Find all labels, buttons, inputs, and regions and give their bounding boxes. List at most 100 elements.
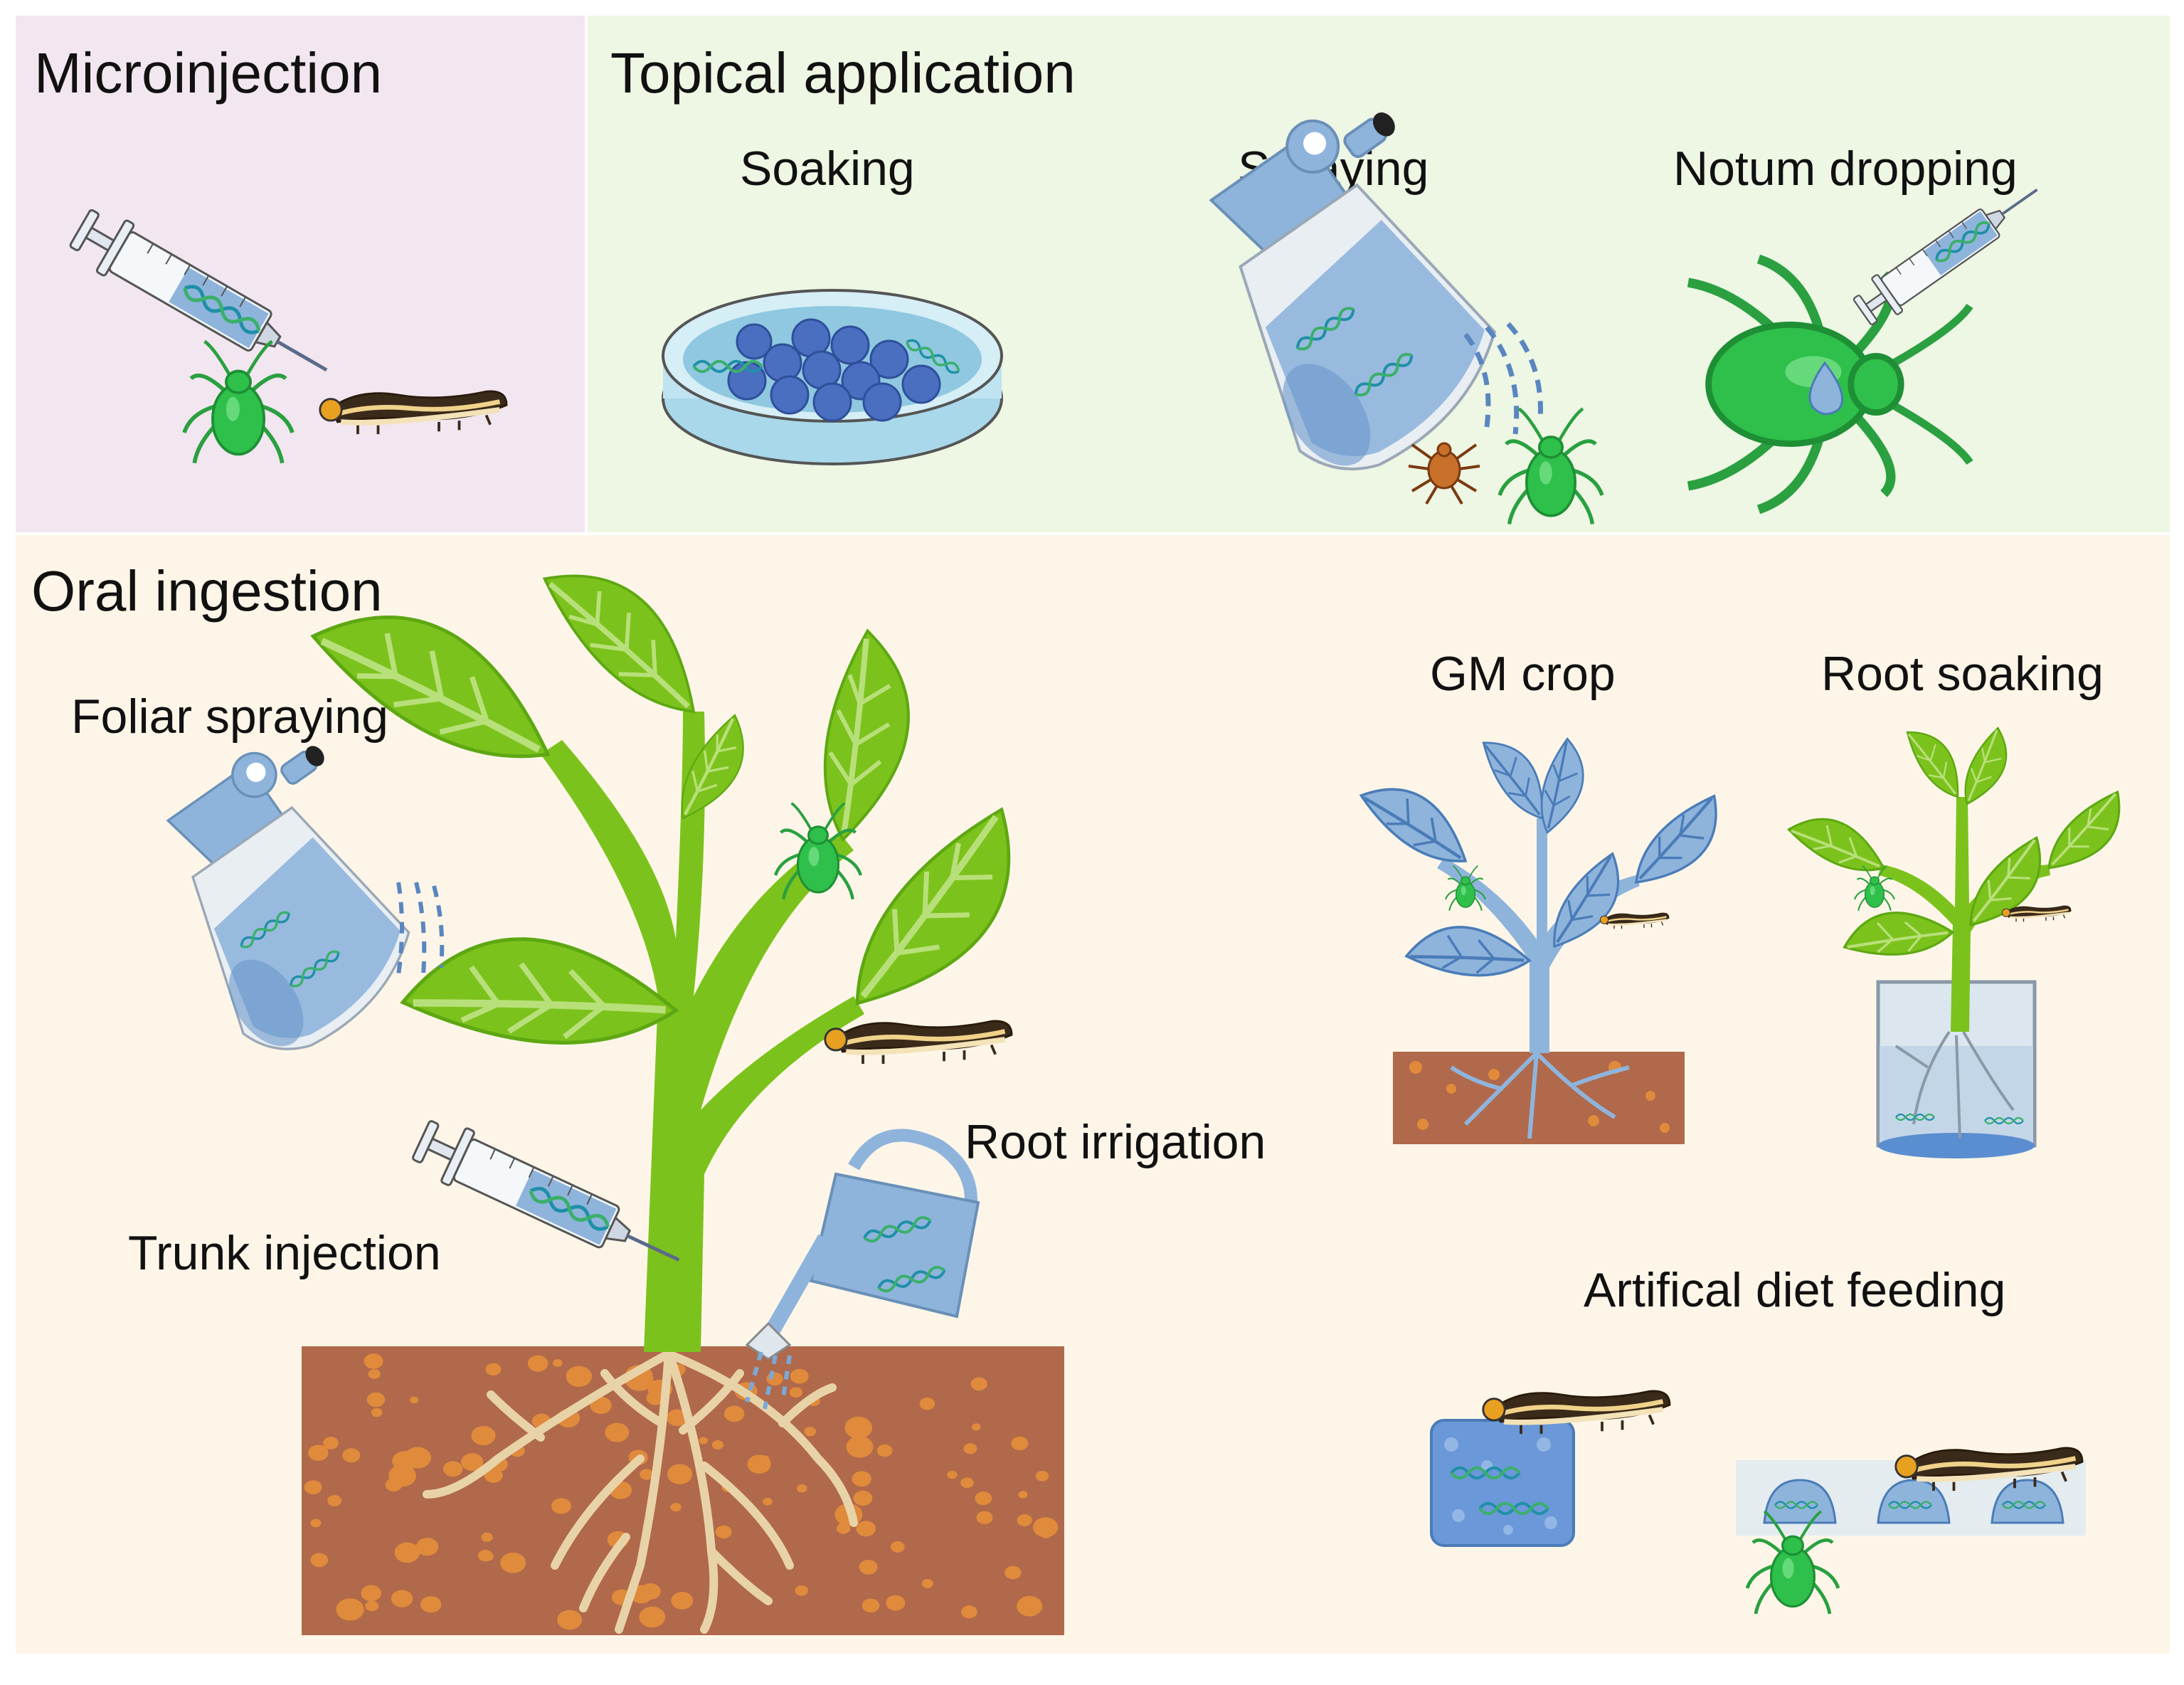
soil-particle: [304, 1480, 322, 1495]
foliar-spraying-label: Foliar spraying: [71, 690, 388, 744]
soil-particle: [551, 1498, 571, 1514]
soil-particle: [797, 1484, 807, 1493]
soil-particle: [666, 1409, 688, 1427]
soil-particle: [976, 1511, 993, 1524]
soil-particle: [527, 1355, 548, 1372]
petri-dish-icon: [662, 289, 1003, 465]
trunk-injection-label: Trunk injection: [128, 1226, 441, 1280]
soil-particle: [477, 1549, 493, 1562]
soil-particle: [862, 1598, 880, 1613]
soil-particle: [804, 1427, 817, 1437]
diet-cube-icon: [1430, 1419, 1575, 1547]
soil-particle: [975, 1491, 992, 1506]
soil-particle: [368, 1369, 381, 1379]
soil-particle: [1032, 1517, 1059, 1538]
soil-particle: [844, 1416, 873, 1439]
soil-particle: [471, 1425, 496, 1446]
soil-particle: [366, 1392, 386, 1407]
soil-particle: [921, 1578, 933, 1588]
water-drops: [745, 1351, 792, 1410]
oral-ingestion-title: Oral ingestion: [31, 559, 383, 623]
gm-crop-plant: [1361, 733, 1734, 1144]
soil-particle: [670, 1503, 682, 1512]
soil-particle: [723, 1405, 745, 1422]
beaker-icon: [1876, 980, 2037, 1158]
soil-particle: [336, 1598, 364, 1621]
soil-particle: [391, 1590, 413, 1607]
soil-particle: [856, 1521, 876, 1537]
root-soaking-plant: [1787, 724, 2137, 1032]
soil-particle: [646, 1390, 665, 1405]
soil-particle: [876, 1444, 893, 1457]
soil-particle: [473, 1457, 483, 1465]
soil-particle: [846, 1436, 874, 1458]
soil-particle: [963, 1443, 977, 1454]
soil-particle: [308, 1444, 329, 1462]
soil-particle: [481, 1532, 493, 1542]
soil-particle: [763, 1497, 773, 1506]
soil-particle: [886, 1595, 906, 1611]
soil-particle: [410, 1396, 419, 1404]
soil-particle: [1017, 1514, 1032, 1527]
soil-particle: [671, 1592, 694, 1610]
soil-particle: [890, 1541, 905, 1553]
topical-application-title: Topical application: [610, 41, 1076, 105]
soil-particle: [852, 1471, 871, 1487]
soil-particle: [361, 1585, 381, 1602]
soil-particle: [759, 1455, 770, 1464]
soil-particle: [371, 1407, 383, 1417]
soil-particle: [1011, 1436, 1029, 1451]
soil-particle: [639, 1606, 666, 1628]
root-soaking-label: Root soaking: [1821, 647, 2104, 701]
soil-particle: [971, 1423, 981, 1431]
droplet-icon: [1808, 361, 1843, 416]
spray-mist: [1463, 322, 1543, 435]
soil-particle: [919, 1398, 935, 1410]
soil-particle: [1017, 1595, 1043, 1617]
soil-particle: [590, 1396, 612, 1415]
roots: [423, 1348, 858, 1634]
soaking-label: Soaking: [740, 142, 915, 196]
soil-particle: [1039, 1528, 1052, 1538]
soil-particle: [443, 1461, 463, 1477]
soil-particle: [699, 1437, 709, 1444]
notum-dropping-label: Notum dropping: [1673, 142, 2018, 196]
soil-particle: [557, 1610, 583, 1630]
soil-particle: [1018, 1491, 1028, 1499]
soil-particle: [500, 1552, 526, 1573]
soil-particle: [404, 1447, 432, 1469]
soil-particle: [790, 1368, 809, 1384]
root-irrigation-label: Root irrigation: [965, 1115, 1266, 1169]
soil-particle: [385, 1478, 403, 1492]
soil-particle: [420, 1595, 442, 1613]
soil-particle: [947, 1470, 958, 1479]
soil-particle: [859, 1559, 878, 1575]
soil-particle: [566, 1366, 593, 1387]
soil-particle: [1035, 1470, 1049, 1481]
microinjection-panel: [16, 16, 585, 532]
watering-can-icon: [745, 1129, 980, 1361]
soil-particle: [1004, 1565, 1022, 1580]
soil-particle: [960, 1477, 974, 1489]
artificial-diet-feeding-label: Artifical diet feeding: [1584, 1263, 2005, 1317]
soil-particle: [394, 1542, 420, 1563]
soil-particle: [323, 1437, 339, 1449]
soil-particle: [960, 1605, 977, 1619]
soil-particle: [364, 1353, 383, 1369]
soil-particle: [552, 1358, 563, 1367]
soil-particle: [789, 1387, 803, 1398]
soil-particle: [605, 1422, 630, 1442]
microinjection-title: Microinjection: [34, 41, 382, 105]
spray-mist: [396, 882, 445, 976]
soil-particle: [365, 1600, 379, 1612]
soil-particle: [342, 1448, 361, 1463]
soil-particle: [853, 1490, 873, 1506]
soil-particle: [711, 1440, 724, 1450]
gm-crop-label: GM crop: [1430, 647, 1616, 701]
soil-particle: [640, 1469, 654, 1480]
soil-particle: [415, 1538, 439, 1556]
soil-particle: [485, 1363, 502, 1376]
plant-stem: [541, 712, 864, 1352]
soil-particle: [715, 1525, 732, 1539]
